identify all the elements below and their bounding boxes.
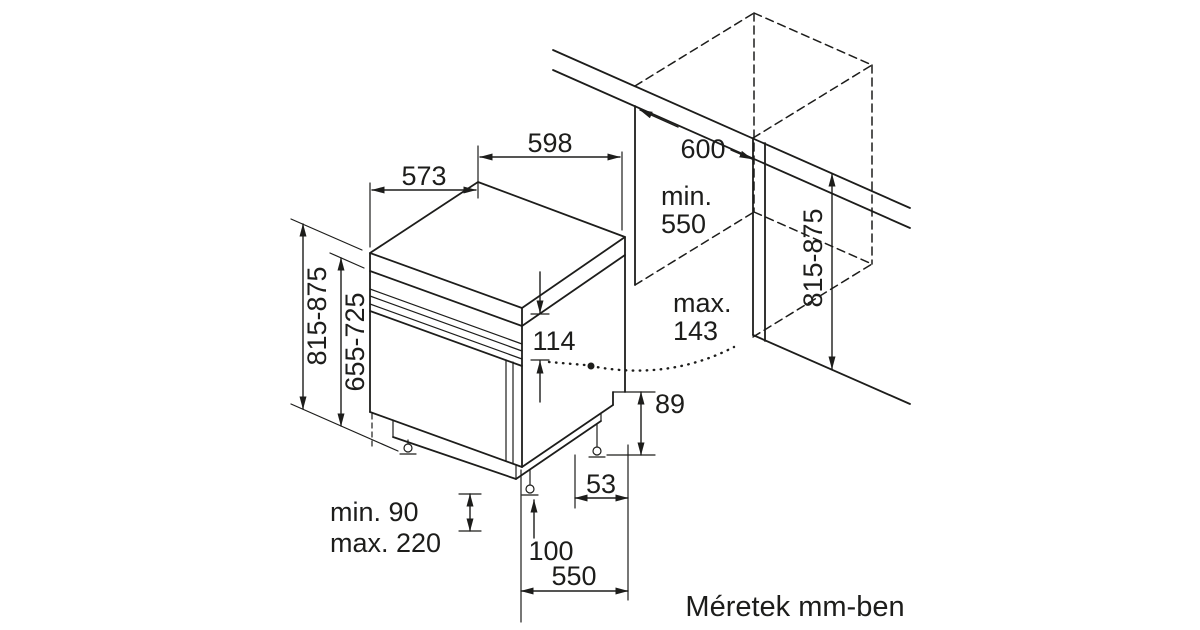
top-depth-label: 573	[401, 161, 446, 191]
niche-depth-label-value: 550	[661, 209, 706, 239]
plinth	[371, 413, 602, 480]
dishwasher-body	[369, 181, 626, 496]
worktop-to-door-label: 114	[532, 326, 575, 356]
niche-height-label: 815-875	[798, 208, 828, 307]
niche-depth-label-prefix: min.	[661, 181, 712, 211]
top-face	[369, 181, 626, 309]
door-projection-label-prefix: max.	[673, 288, 732, 318]
plinth-min-label: min. 90	[330, 497, 419, 527]
rear-offset-label: 53	[586, 469, 616, 499]
control-panel-stripes	[369, 288, 523, 367]
adjustable-feet	[399, 423, 606, 496]
appliance-height-label: 815-875	[302, 266, 332, 365]
door-pivot-lead	[547, 360, 587, 367]
front-foot-offset-label: 100	[528, 536, 573, 566]
rear-base-height-label: 89	[655, 389, 685, 419]
top-width-label: 598	[527, 128, 572, 158]
plinth-max-label: max. 220	[330, 528, 441, 558]
base-depth-label: 550	[551, 561, 596, 591]
niche-dimensions: 600 min. 550 815-875	[639, 109, 836, 370]
niche-structure	[552, 12, 911, 405]
appliance-dimensions: 573 598 815-875 655-725 114 max. 143 89	[290, 128, 736, 623]
door-projection-label-value: 143	[673, 316, 718, 346]
diagram-caption: Méretek mm-ben	[685, 591, 904, 623]
door-projection-arc	[589, 345, 736, 372]
niche-hidden-edges	[634, 12, 873, 338]
niche-width-label: 600	[680, 134, 725, 164]
door-panel-height-label: 655-725	[340, 292, 370, 391]
